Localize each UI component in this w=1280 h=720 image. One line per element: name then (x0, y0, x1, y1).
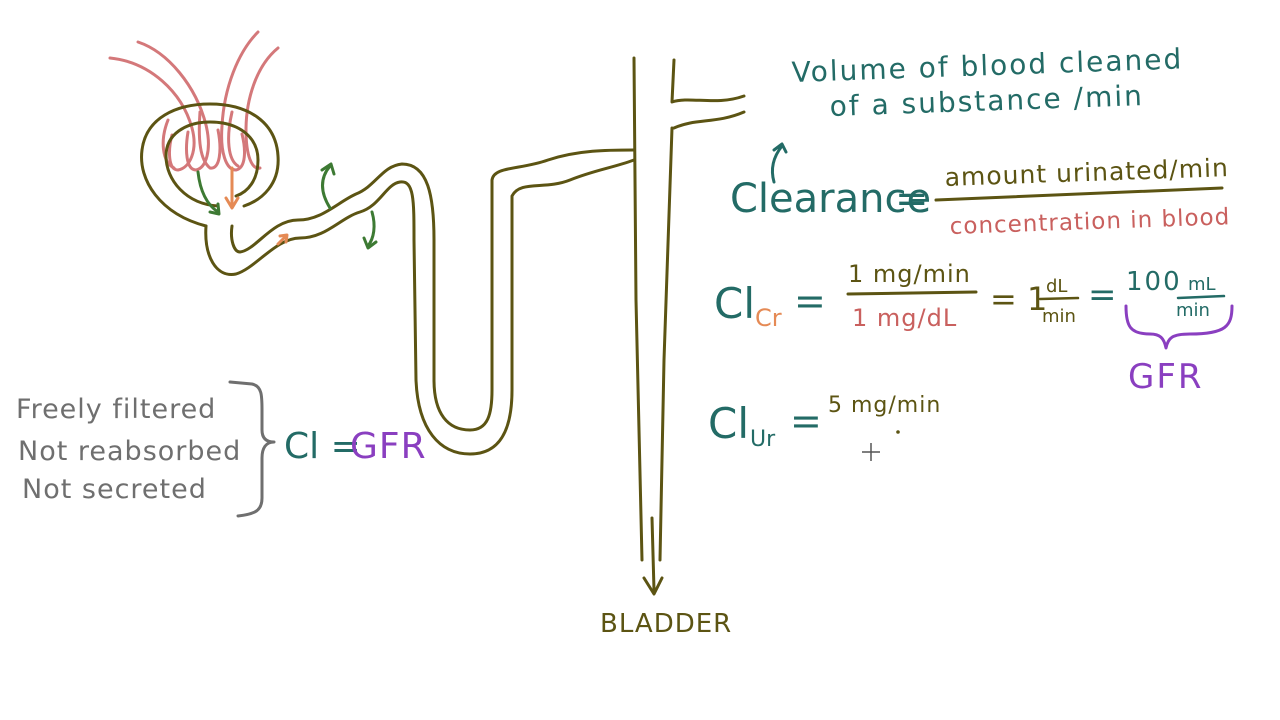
clearance-denominator: concentration in blood (949, 204, 1230, 240)
creatinine-result-unit-bar (1176, 294, 1226, 300)
criteria-brace (228, 380, 276, 518)
reabsorption-arrow (321, 164, 332, 210)
creatinine-numerator: 1 mg/min (848, 260, 971, 288)
clearance-numerator: amount urinated/min (944, 153, 1229, 192)
urea-subscript: Ur (750, 427, 776, 452)
creatinine-equals-2: = (1088, 275, 1117, 315)
criteria-conclusion-gfr: GFR (350, 426, 427, 467)
secretion-arrow-green (366, 210, 376, 248)
criteria-conclusion-prefix: Cl = (284, 426, 361, 467)
criteria-list: Freely filtered Not reabsorbed Not secre… (16, 380, 427, 518)
definition-pointer-arrow (770, 142, 788, 184)
creatinine-equals: = (794, 279, 826, 323)
creatinine-unit-num: dL (1046, 276, 1067, 297)
creatinine-fraction-bar (846, 290, 978, 296)
gfr-label: GFR (1128, 357, 1204, 397)
urea-clearance-equation: Cl Ur = 5 mg/min (708, 393, 941, 452)
urea-numerator: 5 mg/min (828, 393, 941, 418)
creatinine-denominator: 1 mg/dL (852, 304, 957, 332)
creatinine-result-unit-den: min (1176, 300, 1210, 321)
urea-cl: Cl (708, 399, 749, 448)
creatinine-cl: Cl (714, 279, 755, 328)
nephron-tubule (140, 56, 746, 596)
gfr-brace (1124, 304, 1234, 350)
creatinine-unit-den: min (1042, 306, 1076, 327)
clearance-equals: = (895, 176, 929, 222)
creatinine-clearance-equation: Cl Cr = 1 mg/min 1 mg/dL = 1 dL min = 10… (714, 260, 1234, 397)
creatinine-subscript: Cr (755, 304, 782, 332)
criteria-item-3: Not secreted (22, 474, 207, 505)
filtration-arrow (196, 170, 220, 214)
criteria-item-1: Freely filtered (16, 394, 216, 425)
filtration-reabsorption-arrows (196, 162, 378, 250)
creatinine-equals-one: = 1 (990, 280, 1047, 318)
crosshair-cursor-icon (862, 443, 880, 461)
small-orange-arrow (276, 234, 288, 246)
glomerulus-capillaries (108, 30, 280, 172)
creatinine-unit-bar (1038, 296, 1080, 301)
creatinine-result-unit-num: mL (1188, 274, 1216, 295)
stray-dot (896, 430, 900, 434)
clearance-equation: Clearance = amount urinated/min concentr… (730, 153, 1231, 240)
clearance-label: Clearance (730, 176, 931, 222)
bladder-label: BLADDER (600, 609, 732, 639)
creatinine-result-value: 100 (1126, 267, 1182, 297)
urea-equals: = (790, 399, 822, 443)
clearance-fraction-bar (934, 186, 1224, 202)
criteria-item-2: Not reabsorbed (18, 436, 241, 467)
